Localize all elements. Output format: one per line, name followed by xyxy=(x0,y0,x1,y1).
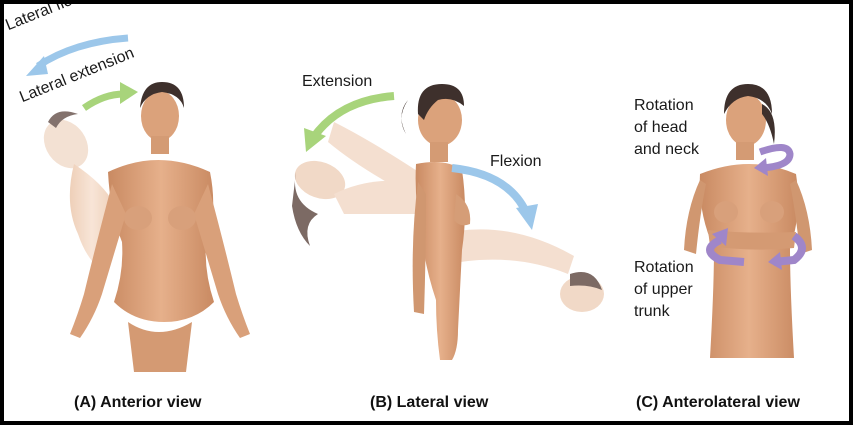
arrow-lateral-extension xyxy=(81,90,125,111)
panel-b-figures xyxy=(292,84,604,360)
panel-a-figures xyxy=(43,82,250,372)
label-rotation-trunk-line3: trunk xyxy=(634,303,670,320)
arrow-flexion-head xyxy=(516,204,538,230)
ghost-figure-flexion xyxy=(434,229,604,312)
arrow-flexion xyxy=(451,164,530,214)
arrow-extension-head xyxy=(304,128,326,152)
label-rotation-head-line3: and neck xyxy=(634,141,699,158)
caption-anterolateral-view: (C) Anterolateral view xyxy=(636,394,800,411)
figure-frame: Lateral flexion Lateral extension (A) An… xyxy=(4,4,849,421)
figure-lateral xyxy=(401,84,471,360)
label-rotation-head-line1: Rotation xyxy=(634,97,694,114)
illustration xyxy=(26,34,812,372)
label-flexion: Flexion xyxy=(490,153,542,170)
ghost-figure-extension xyxy=(292,122,434,246)
label-rotation-trunk-line2: of upper xyxy=(634,281,693,298)
panel-c-figure xyxy=(684,84,812,358)
figure-anterior xyxy=(70,82,250,372)
rotation-arrow-trunk xyxy=(706,228,806,270)
rotation-arrow-head xyxy=(754,144,794,176)
label-extension: Extension xyxy=(302,73,373,90)
caption-anterior-view: (A) Anterior view xyxy=(74,394,202,411)
arrow-lateral-extension-head xyxy=(120,82,138,104)
label-rotation-head-line2: of head xyxy=(634,119,688,136)
arrow-lateral-flexion-head xyxy=(26,56,48,76)
caption-lateral-view: (B) Lateral view xyxy=(370,394,489,411)
arrow-lateral-flexion xyxy=(36,34,129,69)
arrow-extension xyxy=(312,92,395,137)
label-rotation-trunk-line1: Rotation xyxy=(634,259,694,276)
